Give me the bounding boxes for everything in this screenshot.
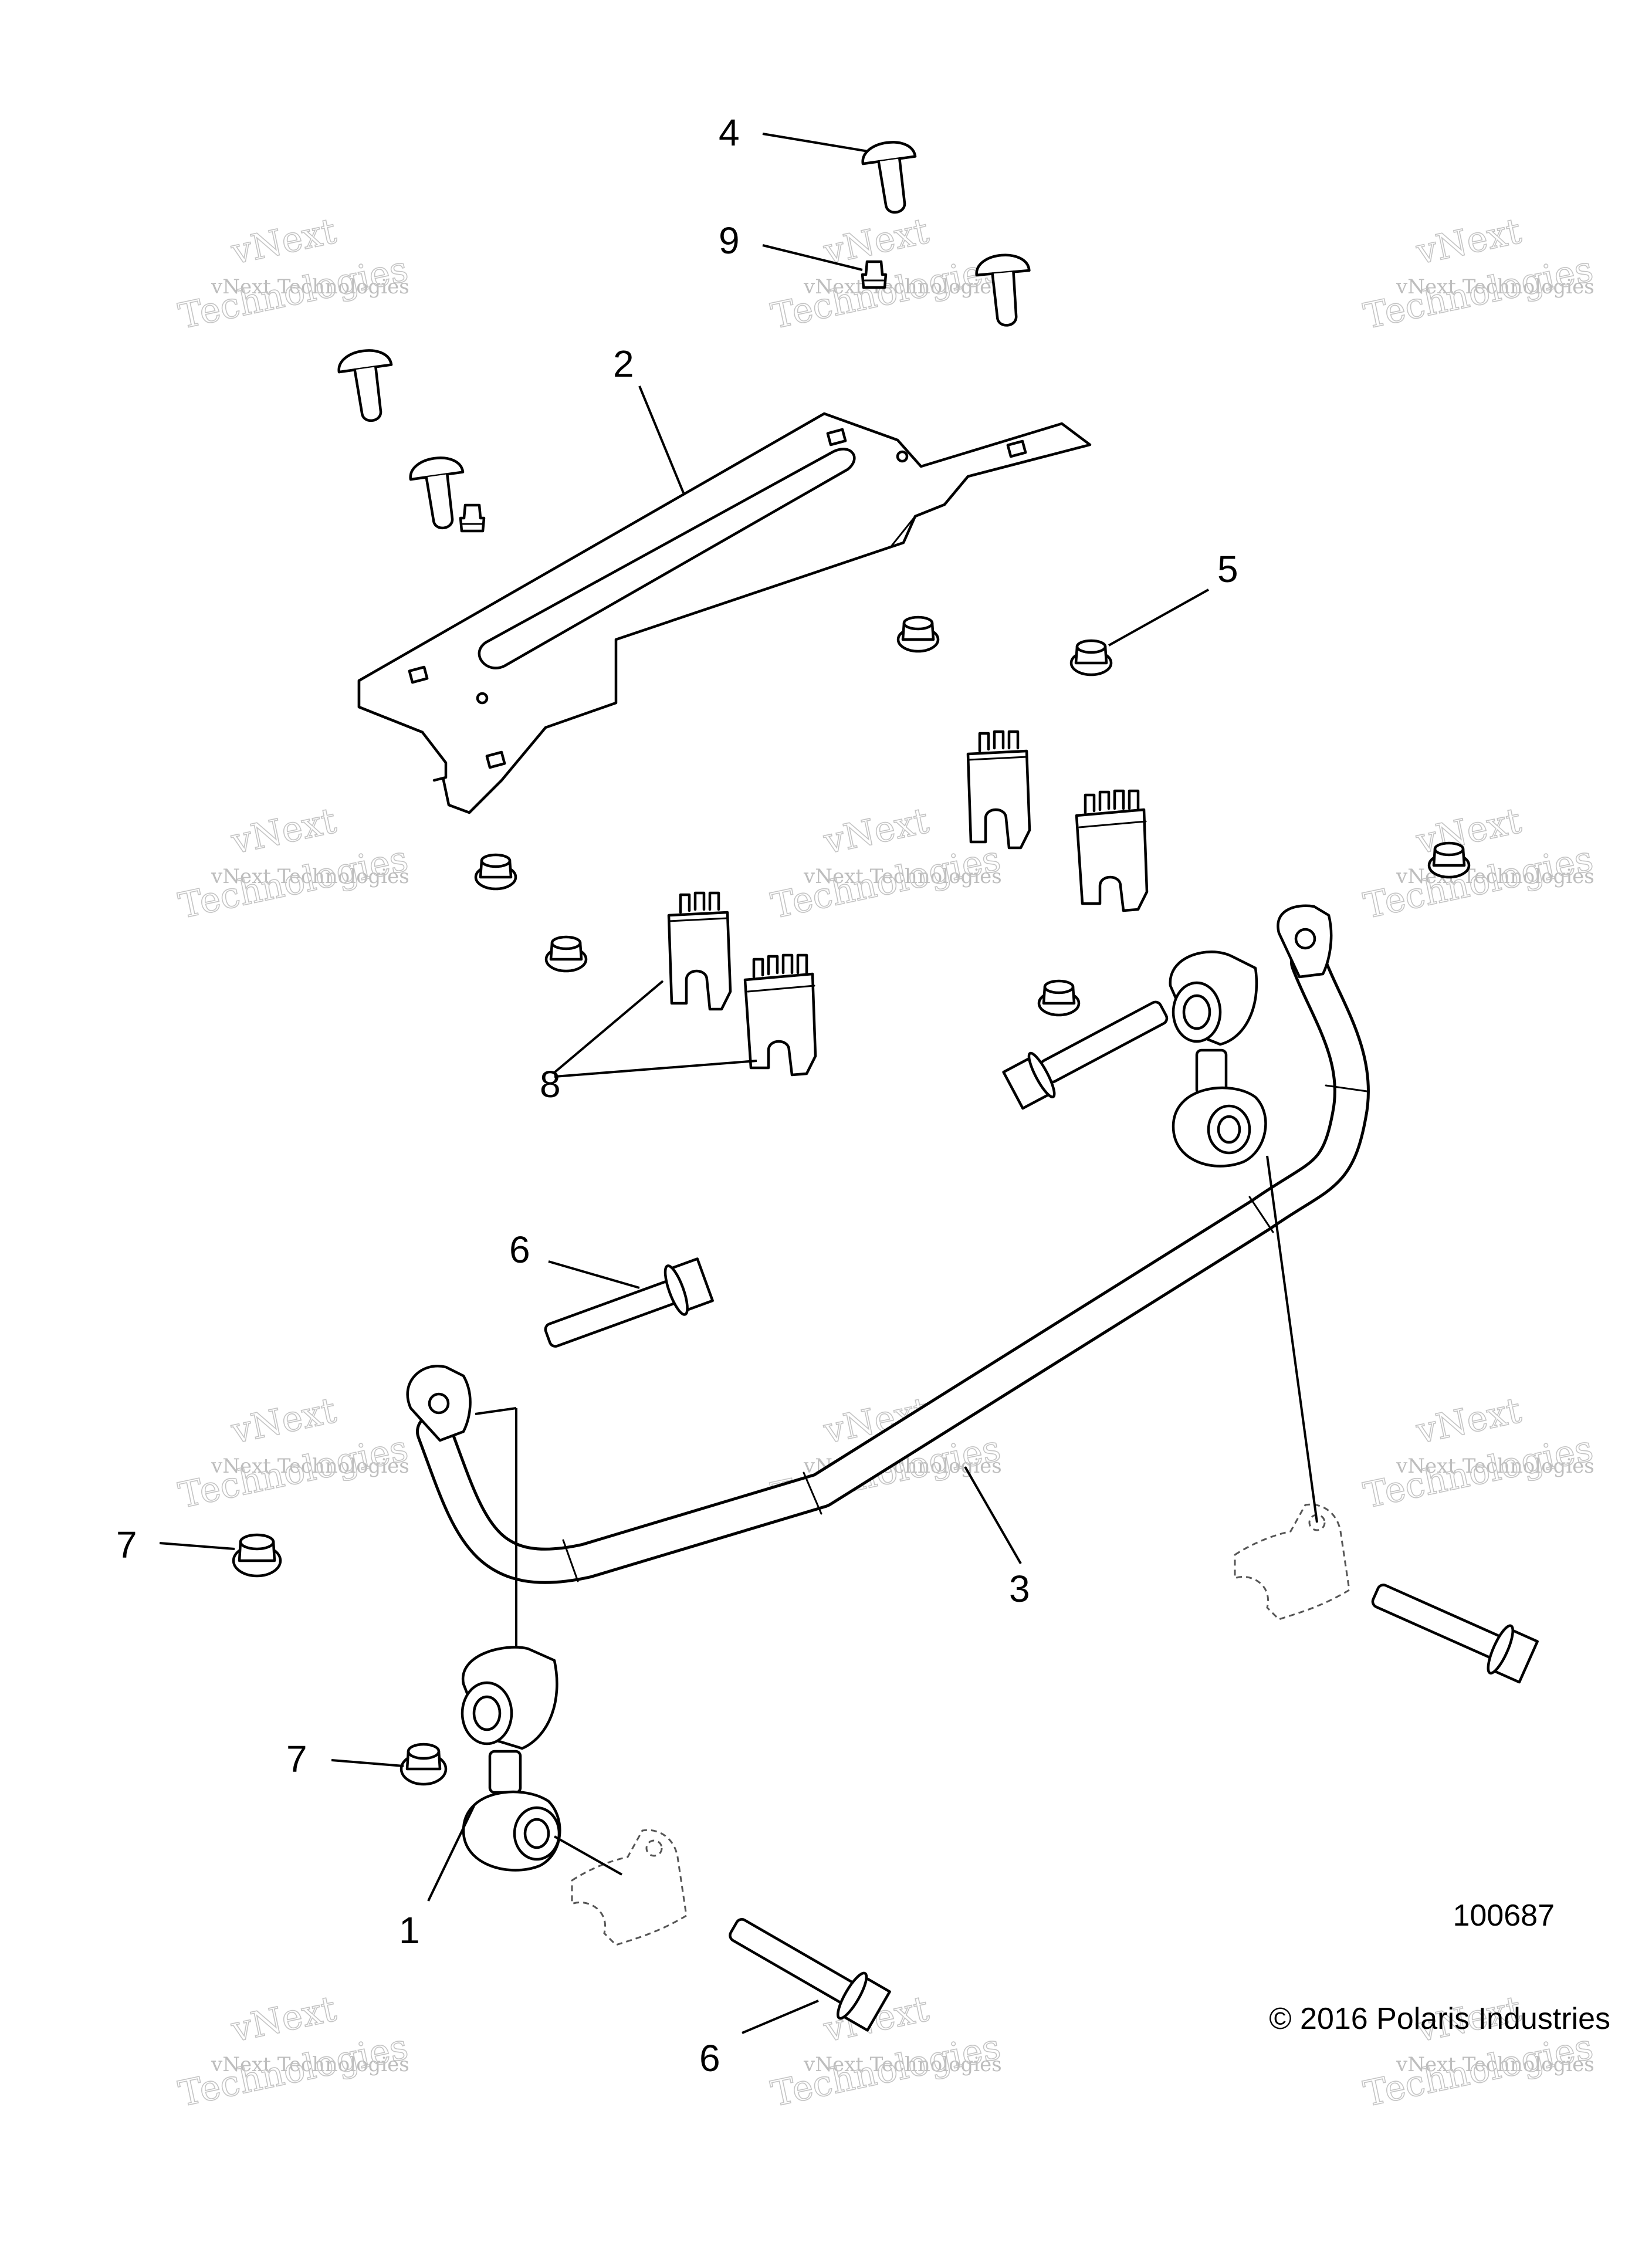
hex-bolt (1002, 1000, 1169, 1110)
carriage-bolt (861, 141, 917, 214)
end-link (461, 1407, 561, 1872)
grease-fitting (861, 260, 888, 289)
watermark-bottom: Technologies (175, 838, 412, 927)
watermark-top: vNext (228, 1390, 340, 1452)
end-link (1169, 950, 1267, 1168)
watermark: vNext vNext Technologies Technologies (1360, 210, 1597, 337)
watermark-top: vNext (228, 800, 340, 862)
copyright-notice: © 2016 Polaris Industries (1269, 2002, 1610, 2036)
watermark-top: vNext (1413, 1390, 1525, 1452)
watermark-bottom: Technologies (768, 249, 1004, 337)
watermark-label: vNext Technologies (803, 2053, 1002, 2076)
watermark-bottom: Technologies (175, 2027, 412, 2115)
callout-1: 1 (399, 1909, 420, 1951)
flange-bolt (729, 1918, 891, 2032)
callout-7-upper: 7 (116, 1524, 137, 1566)
watermark-bottom: Technologies (768, 2027, 1004, 2115)
watermark-bottom: Technologies (1360, 249, 1597, 337)
callout-9: 9 (719, 219, 740, 262)
callout-3: 3 (1009, 1568, 1030, 1610)
watermark-label: vNext Technologies (803, 275, 1002, 299)
callout-2: 2 (613, 343, 634, 385)
callout-4: 4 (719, 111, 740, 154)
callout-5: 5 (1217, 548, 1238, 590)
figure-number: 100687 (1453, 1899, 1555, 1933)
watermark-label: vNext Technologies (803, 865, 1002, 888)
watermark-bottom: Technologies (175, 249, 412, 337)
carriage-bolt (337, 349, 393, 422)
watermark-bottom: Technologies (1360, 838, 1597, 927)
flange-bolt (544, 1257, 714, 1348)
flange-nut (1427, 841, 1471, 879)
flange-nut (544, 935, 588, 973)
callout-labels: 4 9 2 5 8 6 7 3 7 1 6 (116, 111, 1238, 2079)
watermark-top: vNext (228, 211, 340, 273)
bushing (743, 953, 817, 1077)
callout-6-lower: 6 (699, 2037, 720, 2079)
mounting-bracket (357, 412, 1092, 814)
watermark-label: vNext Technologies (211, 275, 409, 299)
frame-bracket-phantom (571, 1829, 688, 1946)
bushing (966, 730, 1031, 850)
carriage-bolt (409, 456, 465, 529)
flange-nut (1037, 979, 1081, 1017)
flange-bolt (1371, 1584, 1539, 1684)
bushing (667, 891, 732, 1011)
watermark: vNext vNext Technologies Technologies (767, 800, 1005, 927)
watermark-bottom: Technologies (1360, 1428, 1597, 1517)
watermark-label: vNext Technologies (1396, 275, 1595, 299)
watermark-top: vNext (228, 1988, 340, 2051)
watermark: vNext vNext Technologies Technologies (1360, 1389, 1597, 1517)
watermark-bottom: Technologies (1360, 2027, 1597, 2115)
watermark-top: vNext (1413, 800, 1525, 862)
watermark-label: vNext Technologies (211, 1454, 409, 1478)
frame-bracket-phantom (1234, 1503, 1350, 1621)
watermark-top: vNext (820, 800, 932, 862)
carriage-bolt (975, 253, 1031, 327)
watermark-top: vNext (1413, 211, 1525, 273)
watermark-label: vNext Technologies (1396, 2053, 1595, 2076)
flange-nut (400, 1743, 448, 1786)
stabilizer-bar (406, 904, 1370, 1584)
leader-lines (159, 133, 1209, 2034)
watermark: vNext vNext Technologies Technologies (175, 1389, 412, 1517)
grease-fitting (459, 503, 486, 533)
watermark-label: vNext Technologies (211, 2053, 409, 2076)
watermark-label: vNext Technologies (1396, 1454, 1595, 1478)
bushing (1075, 789, 1149, 912)
callout-7-lower: 7 (286, 1738, 307, 1780)
flange-nut (1069, 639, 1113, 676)
watermark: vNext vNext Technologies Technologies (175, 800, 412, 927)
callout-8: 8 (540, 1063, 561, 1105)
flange-nut (232, 1533, 282, 1578)
watermark-label: vNext Technologies (211, 865, 409, 888)
flange-nut (474, 853, 517, 891)
watermark: vNext vNext Technologies Technologies (175, 210, 412, 337)
watermark: vNext vNext Technologies Technologies (175, 1988, 412, 2115)
watermark-bottom: Technologies (175, 1428, 412, 1517)
watermark: vNext vNext Technologies Technologies (1360, 800, 1597, 927)
callout-6-upper: 6 (509, 1229, 530, 1271)
watermark-bottom: Technologies (768, 838, 1004, 927)
flange-nut (896, 615, 940, 653)
